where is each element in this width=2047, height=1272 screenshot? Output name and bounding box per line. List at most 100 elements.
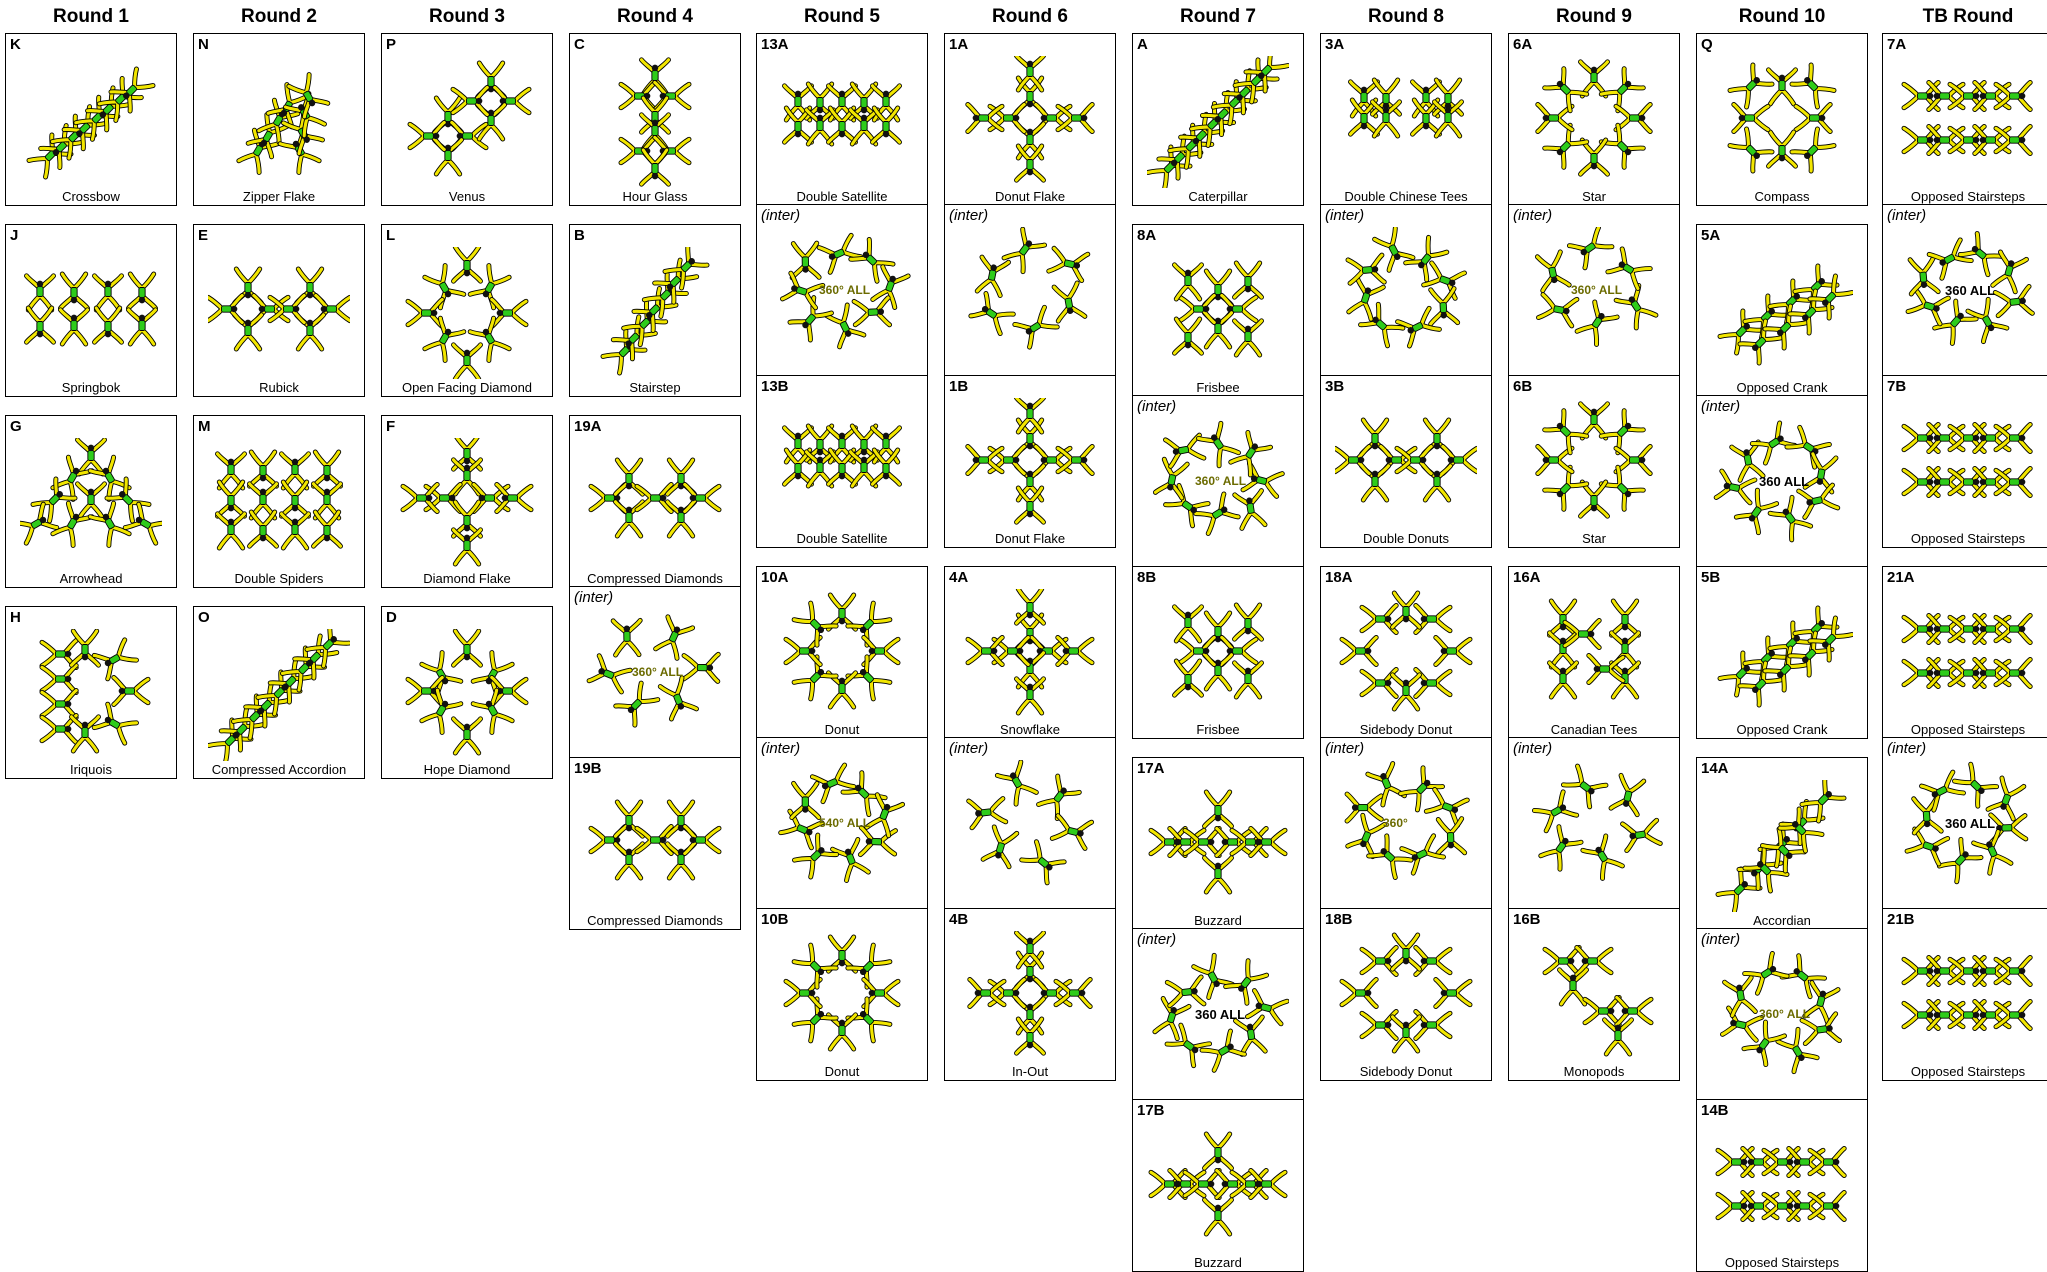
- formation-code: 10B: [761, 911, 789, 928]
- round-title: TB Round: [1882, 0, 2047, 33]
- skydiver-icon: [1960, 234, 2004, 277]
- skydiver-icon: [1716, 471, 1755, 505]
- formation-card[interactable]: 1B: [944, 375, 1116, 548]
- formation-diagram: [1147, 1122, 1289, 1254]
- formation-card[interactable]: 10A: [756, 566, 928, 739]
- formation-card[interactable]: 5B: [1696, 566, 1868, 739]
- formation-card[interactable]: F: [381, 415, 553, 588]
- formation-card[interactable]: M: [193, 415, 365, 588]
- inter-card[interactable]: (inter): [944, 204, 1116, 377]
- formation-card[interactable]: 7A: [1882, 33, 2047, 206]
- inter-card[interactable]: (inter): [944, 737, 1116, 910]
- skydiver-icon: [1052, 814, 1092, 848]
- formation-name: Rubick: [194, 380, 364, 395]
- skydiver-icon: [1929, 958, 1963, 985]
- skydiver-icon: [1058, 638, 1092, 665]
- formation-card[interactable]: 17A: [1132, 757, 1304, 930]
- formation-card[interactable]: 6A: [1508, 33, 1680, 206]
- formation-card[interactable]: 3B: [1320, 375, 1492, 548]
- formation-card[interactable]: 17B: [1132, 1099, 1304, 1272]
- formation-card[interactable]: K: [5, 33, 177, 206]
- inter-card[interactable]: (inter): [756, 737, 928, 910]
- formation-card[interactable]: 14B: [1696, 1099, 1868, 1272]
- formation-card[interactable]: 7B: [1882, 375, 2047, 548]
- skydiver-icon: [423, 318, 463, 361]
- formation-card[interactable]: J: [5, 224, 177, 397]
- formation-card[interactable]: 3A: [1320, 33, 1492, 206]
- inter-card[interactable]: (inter): [569, 586, 741, 759]
- formation-diagram: [1147, 247, 1289, 379]
- formation-card[interactable]: 13B: [756, 375, 928, 548]
- formation-card[interactable]: O: [193, 606, 365, 779]
- formation-card[interactable]: 16B: [1508, 908, 1680, 1081]
- formation-card[interactable]: 6B: [1508, 375, 1680, 548]
- inter-card[interactable]: (inter): [1696, 395, 1868, 568]
- formation-card[interactable]: E: [193, 224, 365, 397]
- formation-card[interactable]: 8A: [1132, 224, 1304, 397]
- formation-card[interactable]: A: [1132, 33, 1304, 206]
- skydiver-icon: [1996, 83, 2030, 110]
- formation-name: Open Facing Diamond: [382, 380, 552, 395]
- formation-card[interactable]: D: [381, 606, 553, 779]
- formation-card[interactable]: 21B: [1882, 908, 2047, 1081]
- formation-diagram: [1711, 780, 1853, 912]
- formation-card[interactable]: C: [569, 33, 741, 206]
- formation-card[interactable]: 14A: [1696, 757, 1868, 930]
- formation-card[interactable]: H: [5, 606, 177, 779]
- formation-card[interactable]: 16A: [1508, 566, 1680, 739]
- inter-card[interactable]: (inter): [1696, 928, 1868, 1101]
- formation-code: 17B: [1137, 1102, 1165, 1119]
- formation-diagram: [1711, 1122, 1853, 1254]
- formation-card[interactable]: 21A: [1882, 566, 2047, 739]
- inter-card[interactable]: (inter): [1320, 737, 1492, 910]
- inter-card[interactable]: (inter): [1882, 737, 2047, 910]
- formation-card[interactable]: 10B: [756, 908, 928, 1081]
- skydiver-icon: [1996, 425, 2030, 452]
- skydiver-icon: [642, 60, 669, 94]
- skydiver-icon: [1180, 296, 1214, 323]
- round-column: Round 61A: [944, 0, 1116, 33]
- inter-card[interactable]: (inter): [1508, 737, 1680, 910]
- formation-diagram: [1711, 247, 1853, 379]
- skydiver-icon: [1929, 616, 1963, 643]
- formation-diagram: [584, 438, 726, 570]
- skydiver-icon: [208, 296, 242, 323]
- skydiver-icon: [1581, 482, 1608, 516]
- formation-card[interactable]: 1A: [944, 33, 1116, 206]
- formation-card[interactable]: 18A: [1320, 566, 1492, 739]
- formation-card[interactable]: Q: [1696, 33, 1868, 206]
- formation-diagram: [208, 438, 350, 570]
- formation-card[interactable]: B: [569, 224, 741, 397]
- inter-card[interactable]: (inter): [1132, 928, 1304, 1101]
- formation-card[interactable]: P: [381, 33, 553, 206]
- inter-card[interactable]: (inter): [1320, 204, 1492, 377]
- skydiver-icon: [1975, 83, 2009, 110]
- inter-card[interactable]: (inter): [756, 204, 928, 377]
- rotation-label: 360°: [1383, 816, 1408, 830]
- formation-card[interactable]: 19A: [569, 415, 741, 588]
- formation-card[interactable]: 19B: [569, 757, 741, 930]
- formation-name: Stairstep: [570, 380, 740, 395]
- skydiver-icon: [1929, 660, 1963, 687]
- skydiver-icon: [1569, 227, 1613, 268]
- formation-code: M: [198, 418, 211, 435]
- formation-card[interactable]: 4B: [944, 908, 1116, 1081]
- formation-code: 18A: [1325, 569, 1353, 586]
- formation-card[interactable]: 18B: [1320, 908, 1492, 1081]
- formation-card[interactable]: N: [193, 33, 365, 206]
- inter-card[interactable]: (inter): [1508, 204, 1680, 377]
- formation-card[interactable]: 4A: [944, 566, 1116, 739]
- formation-card[interactable]: G: [5, 415, 177, 588]
- formation-diagram: [1711, 56, 1853, 188]
- formation-card[interactable]: 13A: [756, 33, 928, 206]
- formation-card[interactable]: 8B: [1132, 566, 1304, 739]
- skydiver-icon: [1205, 858, 1232, 892]
- skydiver-icon: [1792, 65, 1835, 108]
- skydiver-icon: [1975, 660, 2009, 687]
- formation-card[interactable]: 5A: [1696, 224, 1868, 397]
- formation-name: Compressed Accordion: [194, 762, 364, 777]
- inter-card[interactable]: (inter): [1132, 395, 1304, 568]
- formation-card[interactable]: L: [381, 224, 553, 397]
- inter-card[interactable]: (inter): [1882, 204, 2047, 377]
- skydiver-icon: [793, 602, 836, 645]
